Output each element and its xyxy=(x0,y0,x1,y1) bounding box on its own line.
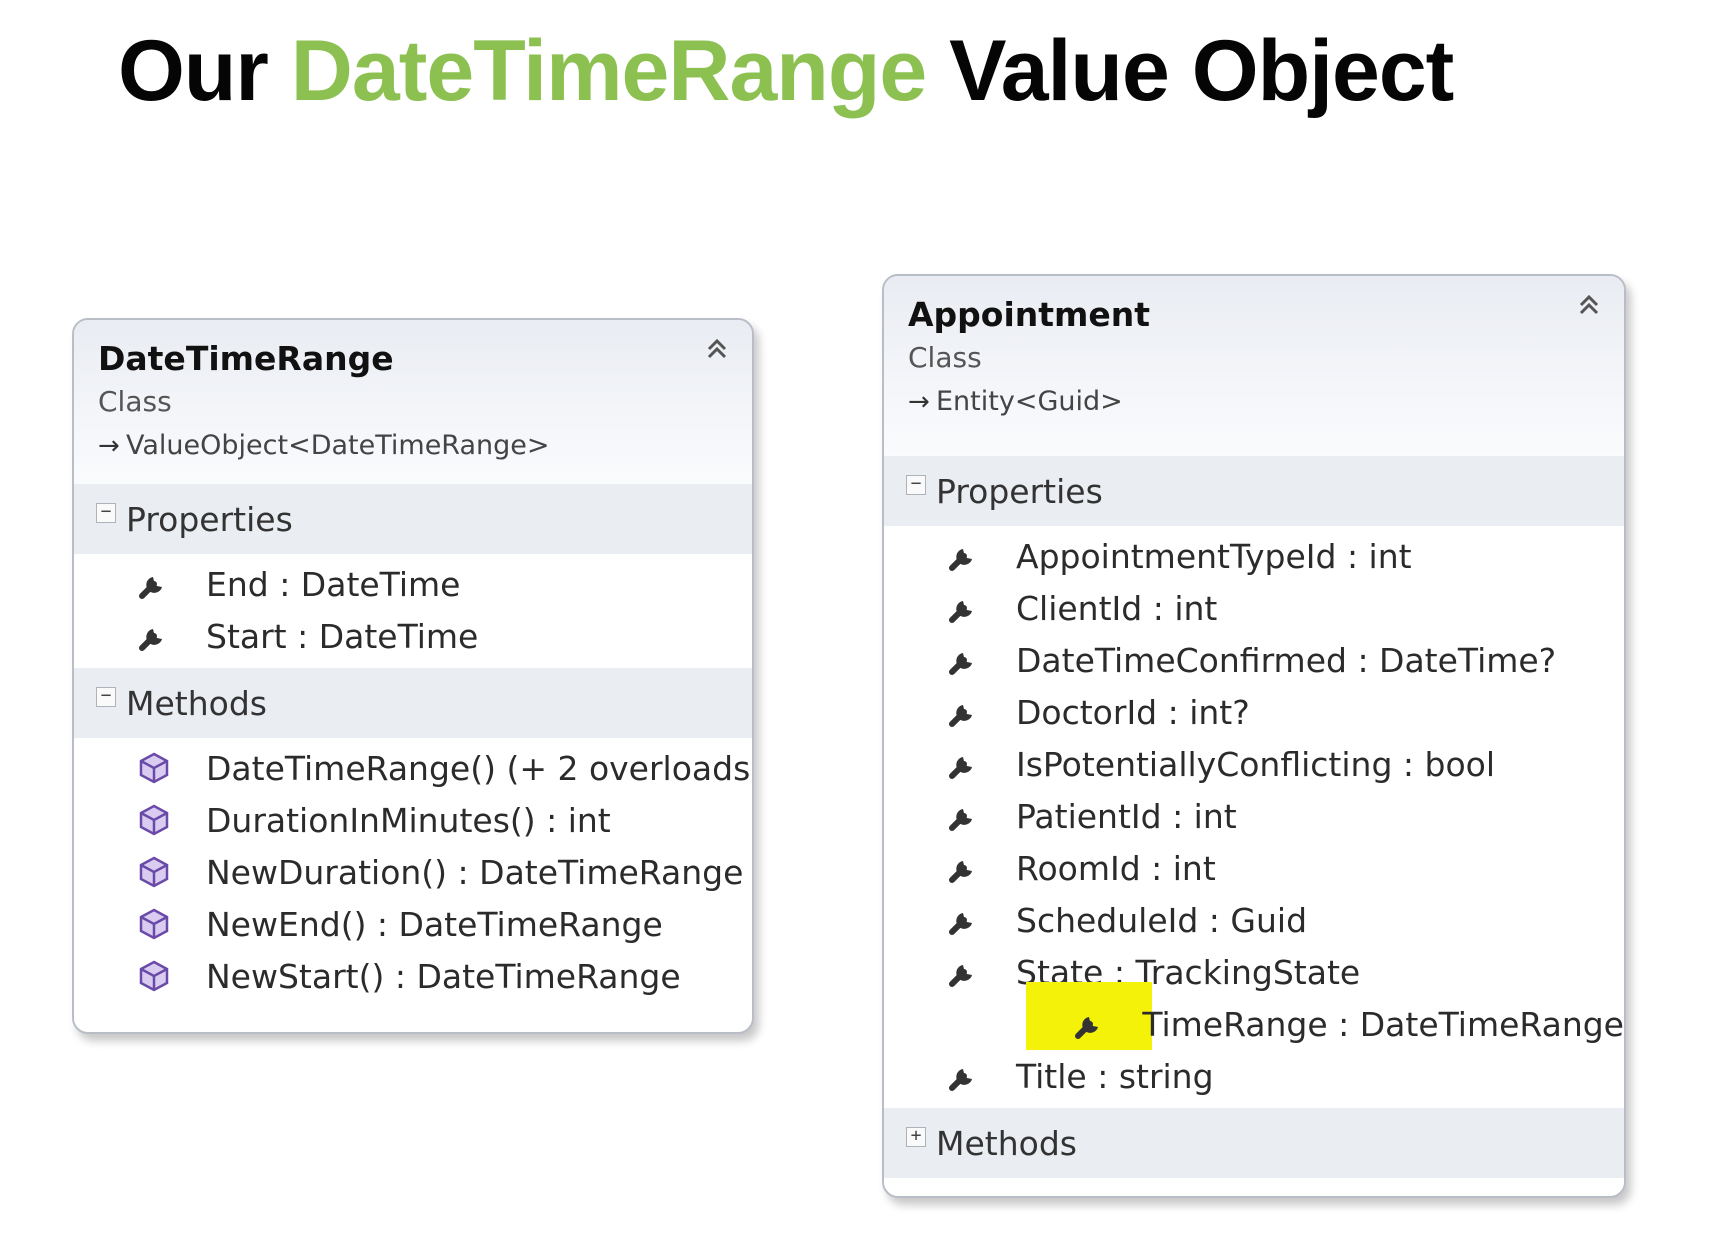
member-text: DoctorId : int? xyxy=(1016,692,1250,732)
property-wrench-icon xyxy=(139,629,162,651)
property-wrench-icon xyxy=(949,705,972,727)
member-row[interactable]: PatientId : int xyxy=(884,790,1624,842)
member-text: NewEnd() : DateTimeRange xyxy=(206,904,663,944)
section-label: Properties xyxy=(936,471,1103,511)
class-base: →ValueObject<DateTimeRange> xyxy=(98,424,752,468)
property-wrench-icon xyxy=(949,601,972,623)
member-row[interactable]: DoctorId : int? xyxy=(884,686,1624,738)
class-header: Appointment Class →Entity<Guid> xyxy=(884,276,1624,456)
member-row[interactable]: RoomId : int xyxy=(884,842,1624,894)
title-suffix: Value Object xyxy=(926,23,1454,119)
class-name: Appointment xyxy=(908,295,1151,334)
base-class-name: Entity<Guid> xyxy=(936,386,1123,417)
base-class-name: ValueObject<DateTimeRange> xyxy=(126,430,550,461)
member-row[interactable]: ClientId : int xyxy=(884,582,1624,634)
collapse-chevron-icon[interactable] xyxy=(1576,292,1602,318)
property-wrench-icon xyxy=(139,577,162,599)
member-row[interactable]: End : DateTime xyxy=(74,558,752,610)
member-text: IsPotentiallyConflicting : bool xyxy=(1016,744,1495,784)
inheritance-arrow-icon: → xyxy=(98,431,120,461)
property-wrench-icon xyxy=(949,913,972,935)
member-row[interactable]: DateTimeRange() (+ 2 overloads) xyxy=(74,742,752,794)
member-text: AppointmentTypeId : int xyxy=(1016,536,1412,576)
section-header-properties[interactable]: − Properties xyxy=(884,456,1624,526)
property-wrench-icon xyxy=(949,1069,972,1091)
method-cube-icon xyxy=(139,752,169,784)
collapse-toggle-icon[interactable]: − xyxy=(96,687,116,707)
class-box-appointment[interactable]: Appointment Class →Entity<Guid> − Proper… xyxy=(882,274,1626,1198)
member-row[interactable]: AppointmentTypeId : int xyxy=(884,530,1624,582)
member-text: TimeRange : DateTimeRange xyxy=(1142,1004,1624,1044)
member-text: NewDuration() : DateTimeRange xyxy=(206,852,744,892)
member-text: ScheduleId : Guid xyxy=(1016,900,1308,940)
section-label: Methods xyxy=(126,683,267,723)
section-label: Properties xyxy=(126,499,293,539)
class-base: →Entity<Guid> xyxy=(908,380,1624,424)
member-row[interactable]: NewStart() : DateTimeRange xyxy=(74,950,752,1002)
collapse-chevron-icon[interactable] xyxy=(704,336,730,362)
member-row[interactable]: Start : DateTime xyxy=(74,610,752,662)
method-cube-icon xyxy=(139,960,169,992)
property-wrench-icon xyxy=(949,549,972,571)
method-cube-icon xyxy=(139,856,169,888)
member-row[interactable]: ScheduleId : Guid xyxy=(884,894,1624,946)
section-header-properties[interactable]: − Properties xyxy=(74,484,752,554)
member-text: Start : DateTime xyxy=(206,616,479,656)
member-row[interactable]: NewEnd() : DateTimeRange xyxy=(74,898,752,950)
yellow-highlight xyxy=(1026,982,1153,1050)
member-text: DurationInMinutes() : int xyxy=(206,800,611,840)
member-text: NewStart() : DateTimeRange xyxy=(206,956,681,996)
expand-toggle-icon[interactable]: + xyxy=(906,1127,926,1147)
inheritance-arrow-icon: → xyxy=(908,387,930,417)
property-wrench-icon xyxy=(949,861,972,883)
property-wrench-icon xyxy=(949,653,972,675)
class-header: DateTimeRange Class →ValueObject<DateTim… xyxy=(74,320,752,484)
member-text: ClientId : int xyxy=(1016,588,1218,628)
method-cube-icon xyxy=(139,908,169,940)
method-list: DateTimeRange() (+ 2 overloads) Duration… xyxy=(74,738,752,1008)
property-wrench-icon xyxy=(949,809,972,831)
class-name: DateTimeRange xyxy=(98,339,394,378)
class-box-datetimerange[interactable]: DateTimeRange Class →ValueObject<DateTim… xyxy=(72,318,754,1034)
member-row-highlighted[interactable]: TimeRange : DateTimeRange xyxy=(884,982,1624,1050)
member-text: DateTimeRange() (+ 2 overloads) xyxy=(206,748,754,788)
slide-title: Our DateTimeRange Value Object xyxy=(118,22,1454,121)
property-wrench-icon xyxy=(949,965,972,987)
class-kind: Class xyxy=(98,385,172,418)
collapse-toggle-icon[interactable]: − xyxy=(906,475,926,495)
member-row[interactable]: DurationInMinutes() : int xyxy=(74,794,752,846)
member-row[interactable]: Title : string xyxy=(884,1050,1624,1102)
title-prefix: Our xyxy=(118,23,291,119)
member-row[interactable]: NewDuration() : DateTimeRange xyxy=(74,846,752,898)
member-text: End : DateTime xyxy=(206,564,461,604)
member-row[interactable]: State : TrackingState xyxy=(884,946,1624,998)
member-text: DateTimeConfirmed : DateTime? xyxy=(1016,640,1557,680)
section-header-methods[interactable]: − Methods xyxy=(74,668,752,738)
collapse-toggle-icon[interactable]: − xyxy=(96,503,116,523)
member-row[interactable]: DateTimeConfirmed : DateTime? xyxy=(884,634,1624,686)
section-header-methods[interactable]: + Methods xyxy=(884,1108,1624,1178)
property-list: End : DateTime Start : DateTime xyxy=(74,554,752,668)
member-text: Title : string xyxy=(1016,1056,1214,1096)
property-wrench-icon xyxy=(1075,1017,1099,1039)
section-label: Methods xyxy=(936,1123,1077,1163)
method-cube-icon xyxy=(139,804,169,836)
member-text: RoomId : int xyxy=(1016,848,1216,888)
property-list: AppointmentTypeId : int ClientId : int D… xyxy=(884,526,1624,1108)
property-wrench-icon xyxy=(949,757,972,779)
member-text: PatientId : int xyxy=(1016,796,1237,836)
title-accent: DateTimeRange xyxy=(290,23,927,119)
class-kind: Class xyxy=(908,341,982,374)
member-row[interactable]: IsPotentiallyConflicting : bool xyxy=(884,738,1624,790)
